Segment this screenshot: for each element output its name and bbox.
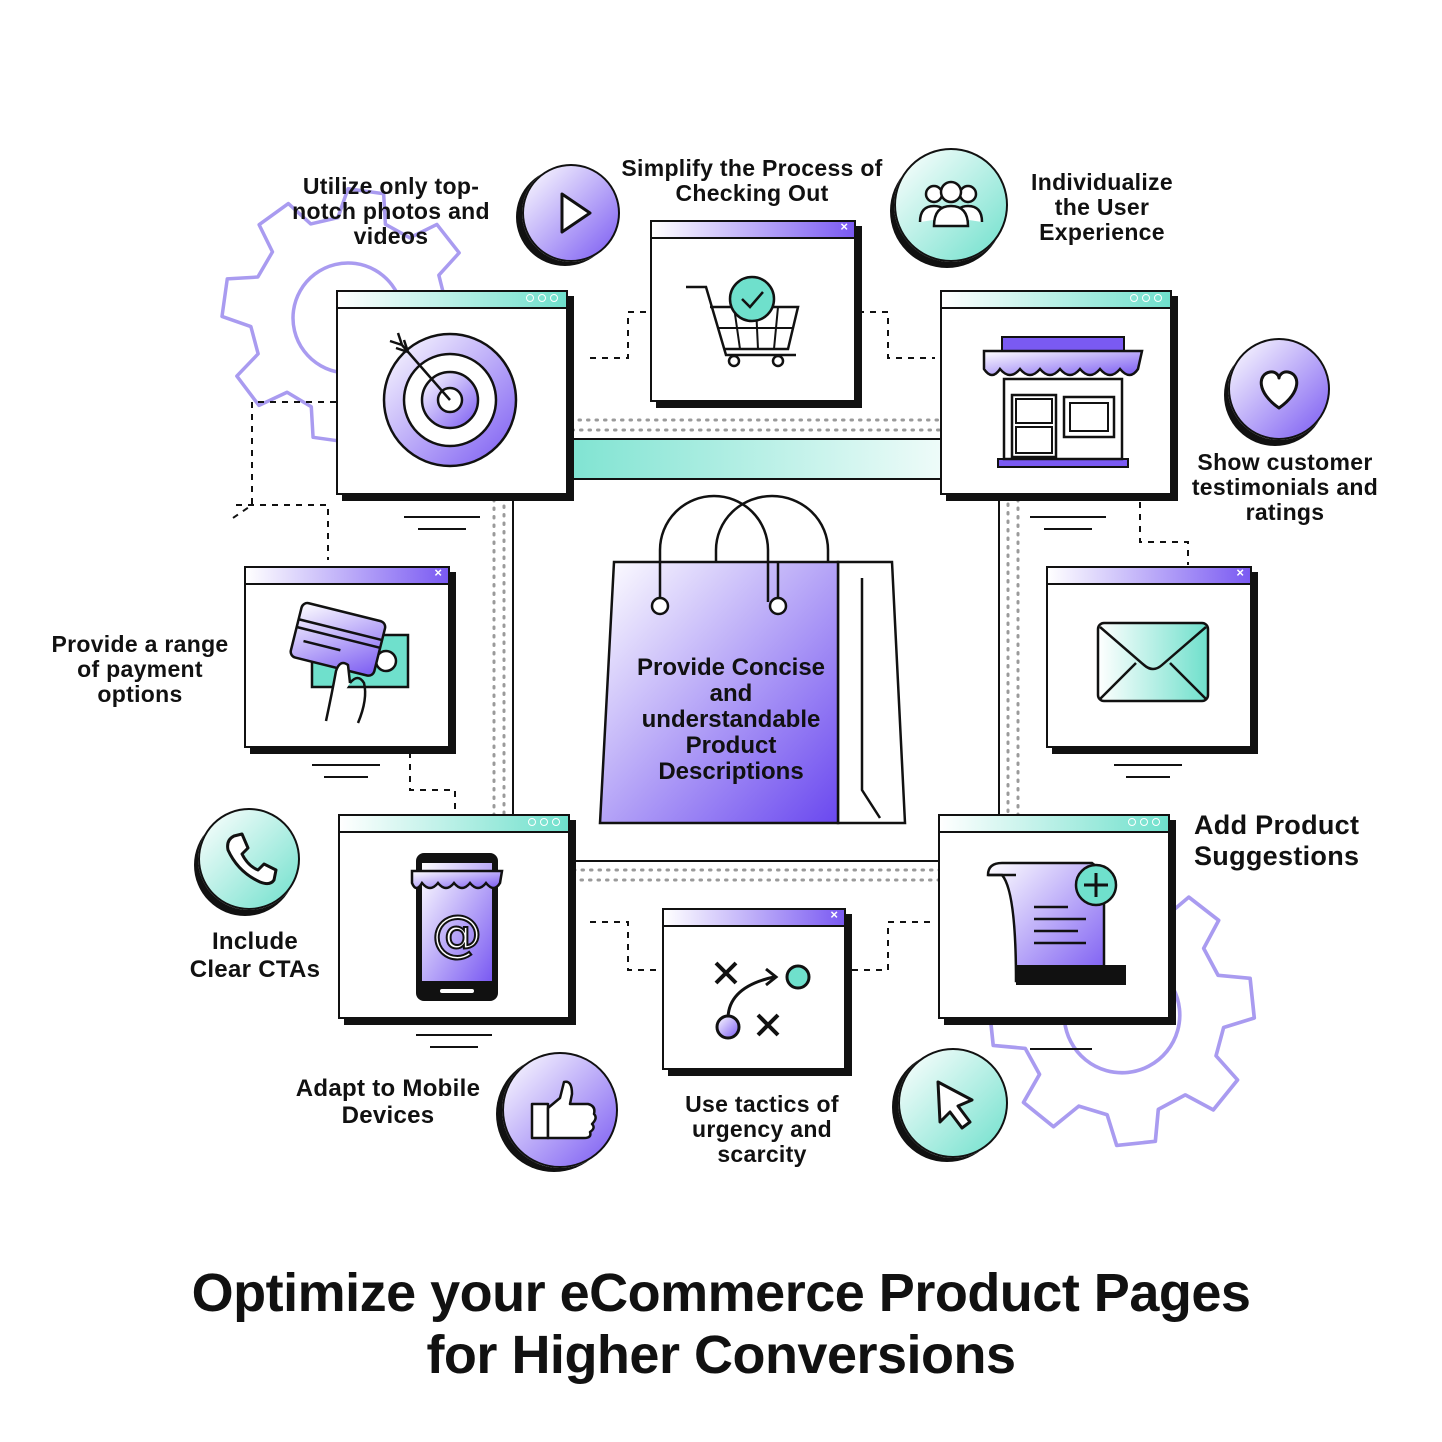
label-simplify-checkout: Simplify the Process of Checking Out — [621, 155, 883, 206]
credit-card-hand-icon — [289, 601, 410, 724]
phone-badge — [198, 808, 300, 910]
label-urgency-scarcity: Use tactics of urgency and scarcity — [685, 1091, 839, 1167]
strategy-plan-icon — [714, 961, 811, 1040]
label-mobile-devices: Adapt to Mobile Devices — [295, 1075, 481, 1129]
page-title-line-1: Optimize your eCommerce Product Pages — [191, 1263, 1251, 1323]
strategy-window: × — [662, 907, 846, 1070]
thumbs-up-icon — [530, 1080, 597, 1140]
store-window — [940, 290, 1172, 495]
like-badge — [502, 1052, 618, 1168]
label-payment-options: Provide a range of payment options — [51, 631, 229, 707]
label-clear-ctas: Include Clear CTAs — [189, 928, 321, 983]
phone-icon — [226, 832, 278, 886]
users-group-icon — [918, 180, 984, 228]
label-photos-videos: Utilize only top-notch photos and videos — [292, 173, 490, 249]
cursor-icon — [936, 1080, 974, 1130]
label-individualize: Individualize the User Experience — [1031, 169, 1173, 245]
target-window — [336, 290, 568, 495]
label-testimonials: Show customer testimonials and ratings — [1191, 449, 1379, 525]
envelope-icon — [1096, 621, 1210, 703]
svg-text:@: @ — [432, 905, 482, 963]
center-description: Provide Concise and understandable Produ… — [636, 654, 826, 785]
heart-icon — [1259, 370, 1299, 410]
receipt-add-icon — [986, 861, 1126, 985]
payment-window: × — [244, 565, 450, 748]
label-product-suggestions: Add Product Suggestions — [1194, 810, 1360, 871]
shopping-bag-icon — [598, 494, 907, 825]
page-title: Optimize your eCommerce Product Pages fo… — [0, 1262, 1442, 1386]
cart-check-icon — [686, 275, 800, 368]
email-window: × — [1046, 565, 1252, 748]
receipt-window — [938, 814, 1170, 1019]
checkout-window: × — [650, 219, 856, 402]
cursor-badge — [898, 1048, 1008, 1158]
users-badge — [894, 148, 1008, 262]
video-badge — [522, 164, 620, 262]
mobile-store-icon: @ — [410, 853, 504, 1001]
storefront-icon — [982, 336, 1144, 468]
page-title-line-2: for Higher Conversions — [426, 1325, 1016, 1385]
mobile-window: @ — [338, 814, 570, 1019]
heart-badge — [1228, 338, 1330, 440]
center-panel-bar — [514, 440, 998, 480]
target-icon — [382, 332, 518, 468]
play-icon — [560, 192, 592, 234]
